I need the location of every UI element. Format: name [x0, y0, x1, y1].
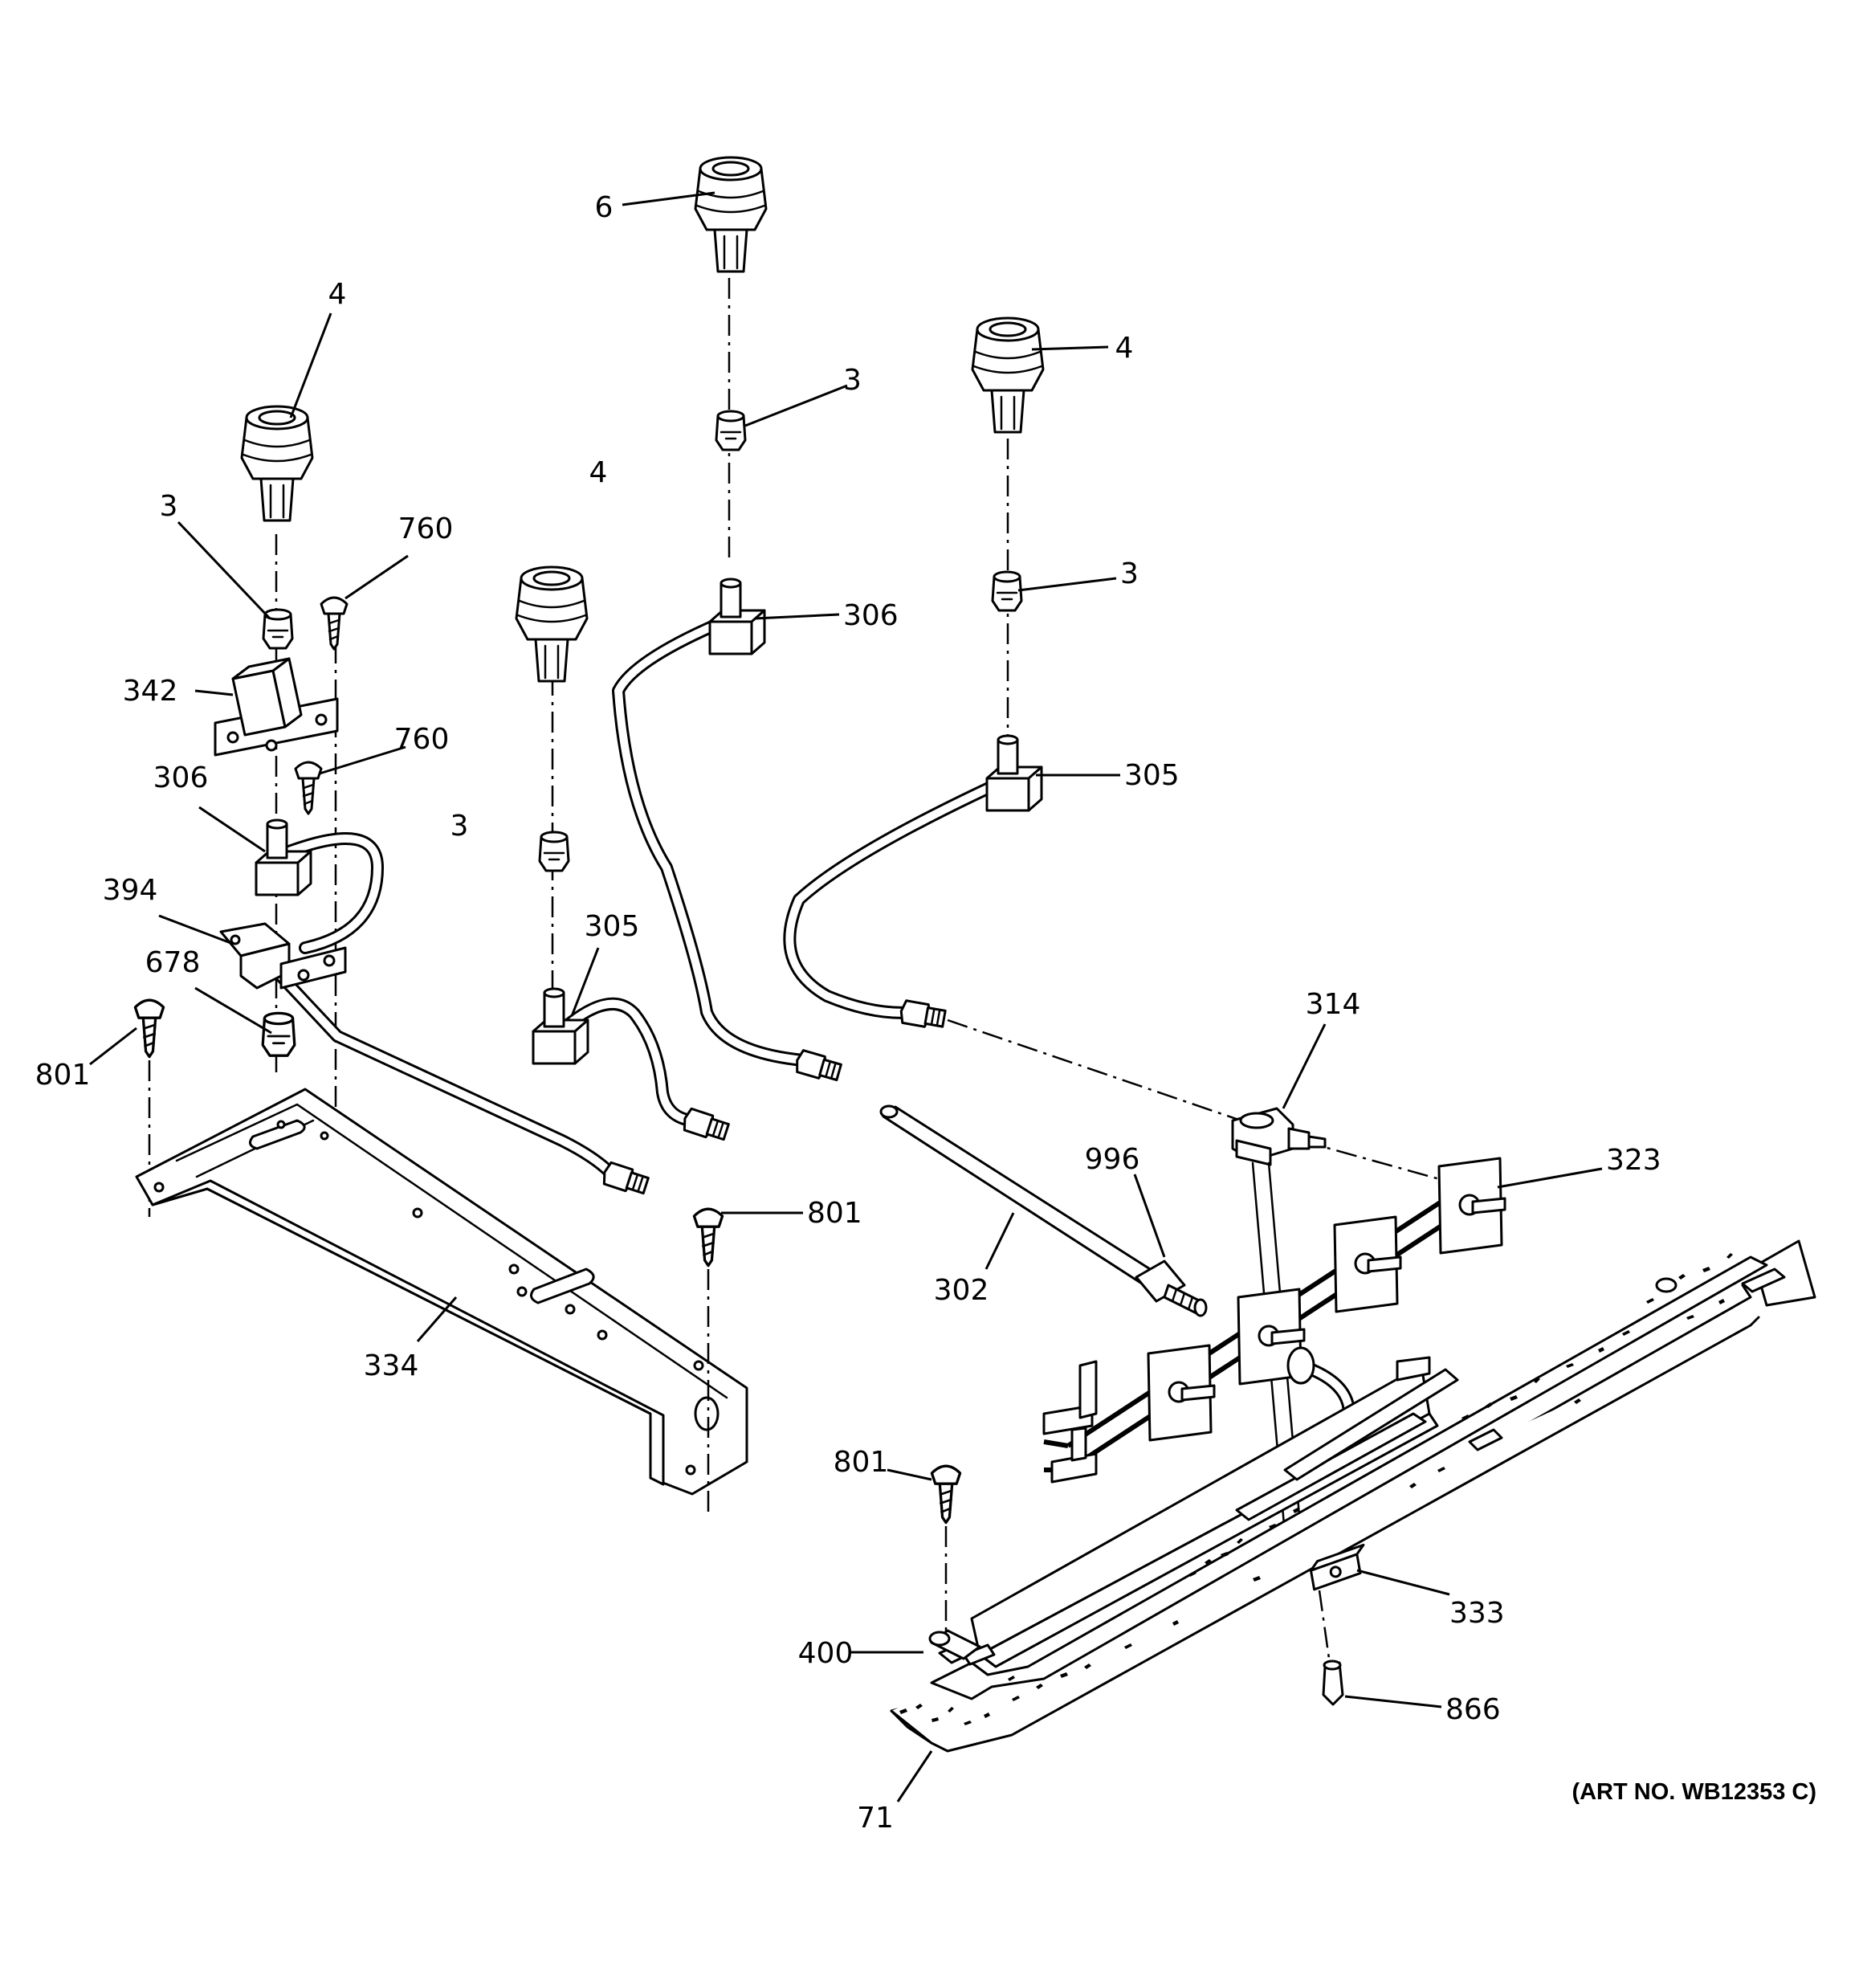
- middle-burner-assemblies: [515, 156, 843, 1144]
- leader-lines: [89, 191, 1603, 1802]
- mounting-bracket-394: [219, 922, 347, 990]
- valve-cap-right: [971, 316, 1045, 434]
- screw-801-left: [133, 998, 165, 1059]
- callout-labels: 6 4 4 3 3 760 342 760 306 394 678 801 30…: [35, 191, 1661, 1835]
- callout-306-top: 306: [843, 599, 899, 632]
- fitting-middle-end: [680, 1106, 732, 1144]
- callout-760-upper: 760: [398, 512, 454, 545]
- burner-bracket-342: [214, 657, 339, 757]
- callout-305-right: 305: [1124, 759, 1180, 792]
- callout-3-top: 3: [843, 364, 862, 397]
- callout-6: 6: [595, 191, 614, 224]
- screw-760-lower: [294, 761, 323, 815]
- callout-333: 333: [1449, 1597, 1505, 1630]
- callout-801-middle: 801: [807, 1197, 862, 1230]
- callout-3-right: 3: [1120, 557, 1139, 590]
- elbow-305-right: [985, 734, 1043, 812]
- burner-box-tray-71: [890, 1239, 1816, 1753]
- callout-801-left: 801: [35, 1059, 91, 1092]
- manifold-pipe-302: [879, 1104, 1158, 1287]
- orifice-hood-top: [715, 410, 747, 451]
- screw-866: [1322, 1659, 1344, 1706]
- screw-760-upper: [320, 596, 349, 651]
- callout-996: 996: [1085, 1143, 1140, 1176]
- callout-678: 678: [145, 946, 201, 979]
- tray-texture: [899, 1253, 1733, 1725]
- fitting-left-end: [600, 1160, 651, 1198]
- callout-4-right: 4: [1115, 332, 1134, 365]
- tray-cutout-slots: [1468, 1268, 1786, 1451]
- elbow-306-top: [708, 578, 766, 655]
- left-burner-assembly: [133, 405, 748, 1514]
- elbow-306-left: [255, 818, 312, 896]
- callout-323: 323: [1606, 1144, 1661, 1177]
- valve-314: [1231, 1107, 1327, 1166]
- manifold-support-334: [135, 1088, 748, 1496]
- callout-3-middle: 3: [450, 810, 469, 843]
- right-burner-assembly: [783, 316, 1506, 1536]
- callout-334: 334: [364, 1349, 419, 1382]
- screw-801-bottom: [930, 1464, 962, 1525]
- callout-306-left: 306: [153, 761, 209, 794]
- orifice-hood-middle: [538, 831, 570, 872]
- fitting-996: [1135, 1259, 1208, 1317]
- callout-866: 866: [1445, 1693, 1501, 1726]
- igniter-switch-clips: [1042, 1360, 1098, 1484]
- callout-71: 71: [857, 1802, 894, 1835]
- callout-760-lower: 760: [394, 723, 450, 756]
- fitting-right-end: [898, 998, 948, 1031]
- callout-314: 314: [1306, 988, 1361, 1021]
- spark-tube-400: [928, 1629, 981, 1660]
- callout-342: 342: [123, 675, 178, 708]
- callout-302: 302: [934, 1274, 989, 1307]
- screw-801-middle: [692, 1207, 724, 1268]
- callout-305-left: 305: [585, 910, 640, 943]
- fitting-top-end: [793, 1048, 843, 1084]
- left-burner-tubes: [271, 832, 651, 1198]
- callout-400: 400: [798, 1637, 854, 1670]
- orifice-678: [261, 1011, 296, 1057]
- callout-801-bottom: 801: [834, 1446, 889, 1479]
- valve-cap-middle: [515, 565, 589, 683]
- callout-394: 394: [103, 874, 158, 907]
- callout-4-left: 4: [328, 278, 347, 311]
- valve-cap-left: [240, 405, 314, 522]
- callout-3-left: 3: [160, 490, 178, 523]
- valve-cap-top: [694, 156, 768, 273]
- callout-4-middle: 4: [589, 456, 608, 489]
- art-number: (ART NO. WB12353 C): [1572, 1779, 1816, 1805]
- orifice-hood-right: [991, 570, 1023, 612]
- elbow-305-left: [532, 987, 589, 1065]
